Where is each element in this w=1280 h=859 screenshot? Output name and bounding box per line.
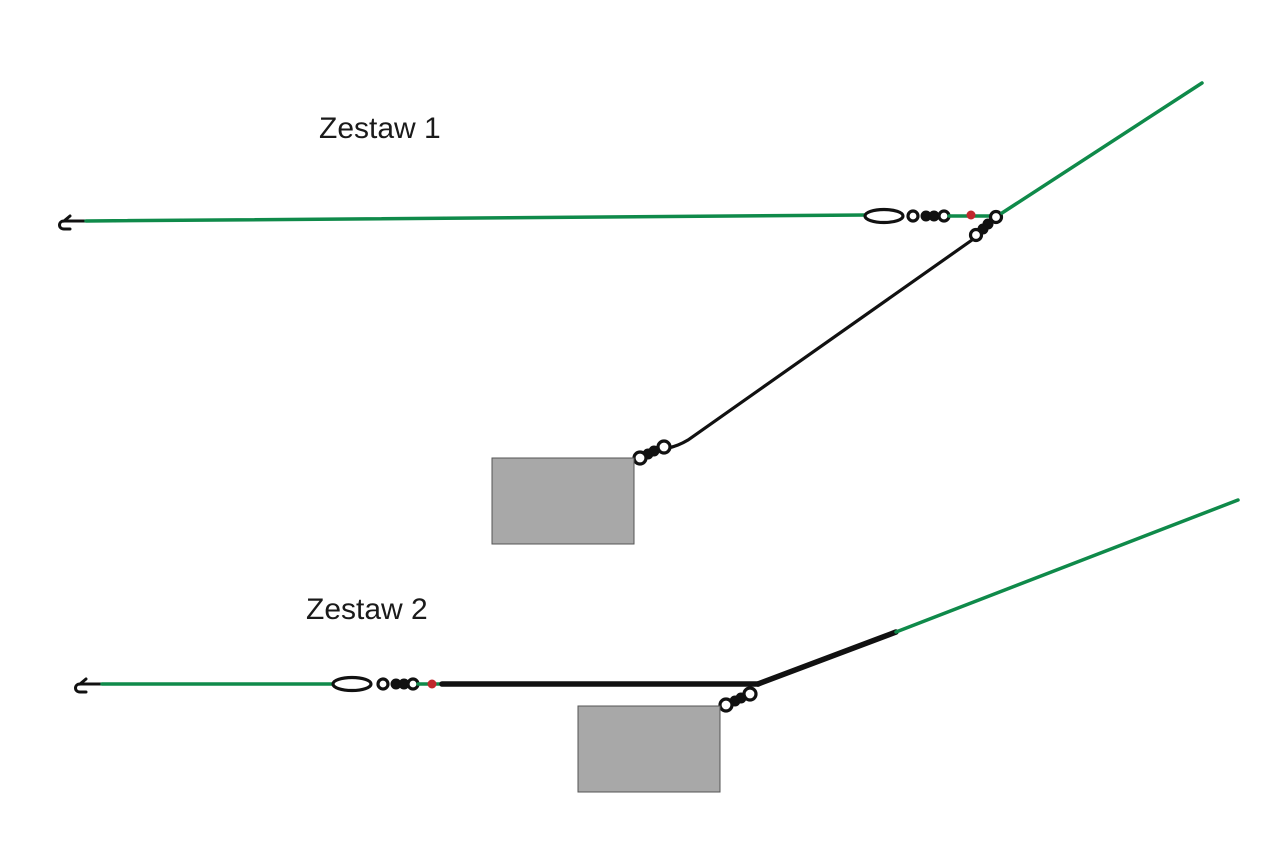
hook-icon	[58, 214, 88, 231]
swivel-ring-icon	[376, 677, 390, 691]
rig-1-label: Zestaw 1	[319, 112, 441, 145]
rig-1-weight-boom	[666, 238, 974, 450]
swivel-icon	[863, 207, 905, 225]
bead-icon	[427, 679, 437, 689]
rig-1-main-line	[1000, 81, 1204, 215]
rig-2-label: Zestaw 2	[306, 593, 428, 626]
rig-2-main-line	[894, 498, 1240, 634]
swivel-icon	[331, 675, 373, 693]
weight-icon	[577, 705, 721, 793]
weight-icon	[491, 457, 635, 545]
rig-2: Zestaw 2	[74, 498, 1240, 793]
swivel-ring-icon	[656, 439, 672, 455]
hook-icon	[74, 677, 104, 694]
swivel-ring-icon	[632, 450, 648, 466]
swivel-ring-icon	[718, 697, 734, 713]
swivel-ring-icon	[968, 227, 984, 243]
swivel-link-icon	[928, 210, 940, 222]
bead-icon	[966, 210, 976, 220]
rig-1: Zestaw 1	[58, 81, 1204, 545]
swivel-ring-icon	[988, 209, 1004, 225]
rig-1-hook-leader	[84, 213, 868, 223]
rig-2-rising-tube	[755, 629, 899, 687]
swivel-ring-icon	[906, 209, 920, 223]
